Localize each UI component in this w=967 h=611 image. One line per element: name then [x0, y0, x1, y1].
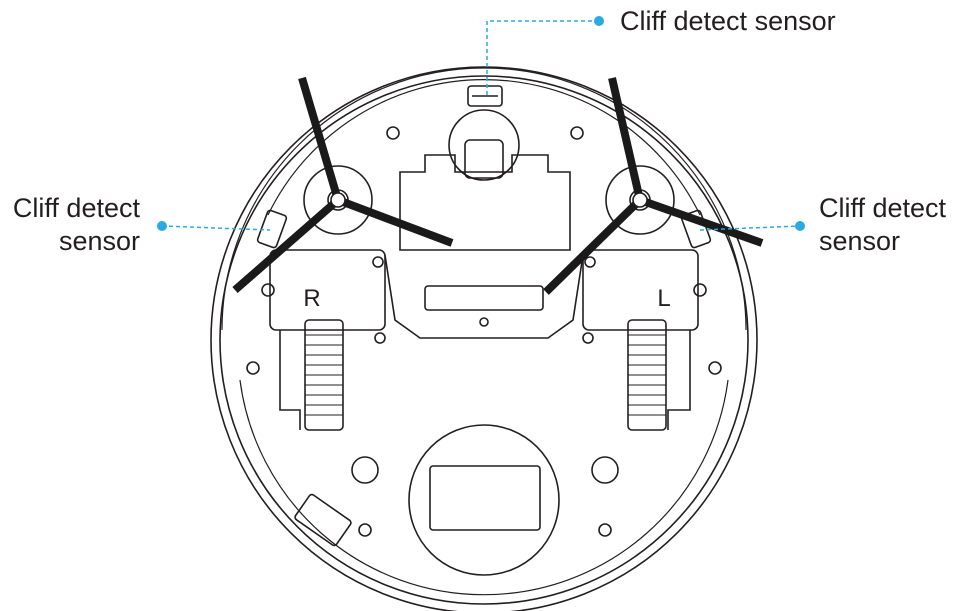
right-wheel-module [269, 249, 386, 331]
inner-ring-arc [267, 79, 701, 216]
left-brush-arm-3 [638, 196, 764, 247]
dustbin-plate [399, 154, 571, 251]
right-side-brush-hub [303, 165, 373, 235]
leader-left [161, 225, 271, 231]
left-side-brush-hub [605, 165, 675, 235]
left-wheel-module [582, 249, 699, 331]
leader-right [699, 225, 801, 231]
callout-left-line2: sensor [58, 226, 140, 256]
leader-right-dot [795, 221, 805, 231]
front-cliff-sensor [467, 85, 503, 107]
bumper-inner-arc [221, 67, 747, 331]
battery-cover [408, 424, 560, 576]
screws [246, 126, 722, 537]
leader-left-dot [157, 221, 167, 231]
left-wheel-mark: L [657, 285, 670, 312]
callout-left-cliff-sensor: Cliff detect sensor [3, 192, 140, 258]
left-brush-arm-1 [608, 77, 644, 201]
base-arc [239, 379, 729, 596]
bumper-ring [219, 75, 749, 605]
left-brush-arm-2 [543, 197, 643, 295]
callout-top-cliff-sensor: Cliff detect sensor [620, 5, 836, 38]
callout-right-line2: sensor [819, 226, 901, 256]
leader-top [486, 20, 598, 95]
front-caster-wheel [464, 139, 504, 179]
dustbin-frame [384, 254, 584, 339]
callout-left-line1: Cliff detect [12, 193, 140, 223]
callout-top-text: Cliff detect sensor [620, 6, 836, 36]
charge-contact [294, 493, 352, 547]
battery-window [429, 465, 541, 531]
callout-right-line1: Cliff detect [819, 193, 947, 223]
right-brush-arm-3 [232, 196, 341, 294]
rear-foot-left [351, 456, 379, 484]
right-brush-arm-1 [298, 76, 342, 202]
rear-foot-right [591, 456, 619, 484]
outer-rim [210, 66, 758, 611]
left-side-cliff-sensor [256, 209, 288, 249]
leader-top-dot [594, 16, 604, 26]
right-wheel-mark: R [303, 285, 320, 312]
right-brush-arm-2 [336, 196, 454, 247]
callout-right-cliff-sensor: Cliff detect sensor [819, 192, 946, 258]
main-brush-slot [424, 285, 544, 311]
front-caster-housing [448, 109, 520, 181]
